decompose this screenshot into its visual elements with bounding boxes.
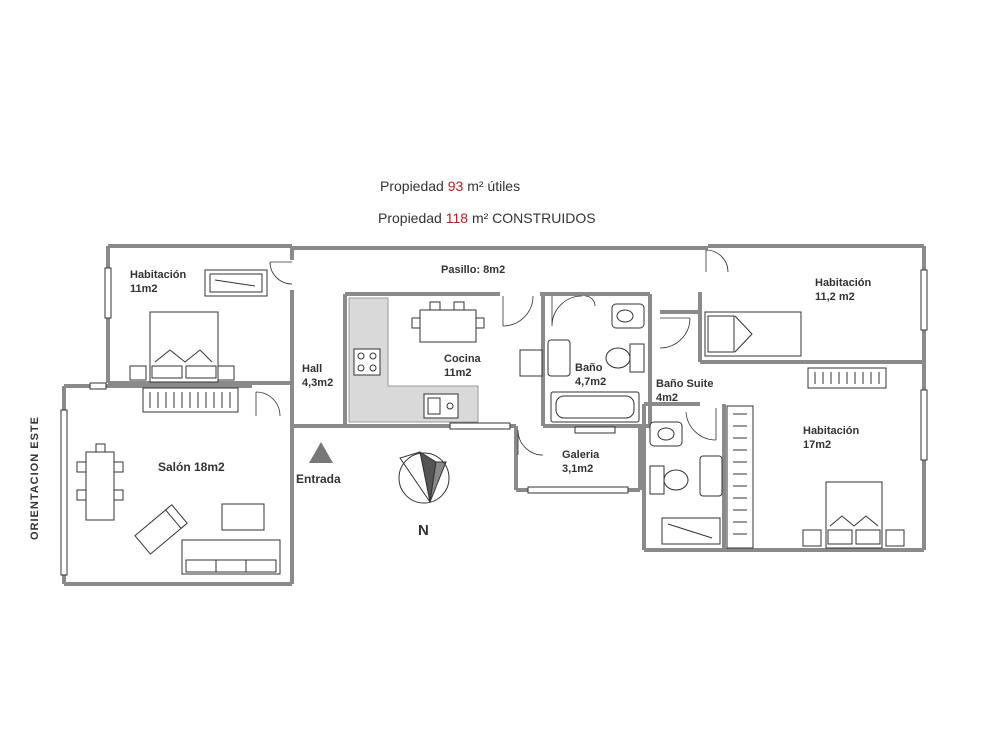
door-bedroom1 [269,261,293,285]
window-bedroom1 [104,267,112,319]
sink [611,303,645,329]
bath-furniture [547,303,645,423]
windows [60,267,928,576]
sink [649,421,683,447]
salon-furniture [76,387,281,575]
label-bedroom1-area: 11m2 [130,283,158,295]
door-salon [255,391,281,417]
kitchen-table [419,309,477,343]
door-galeria [517,429,544,456]
window-bedroom3 [920,389,928,461]
useful-area-suffix: m² útiles [467,178,521,194]
door-suite [685,408,717,441]
label-cocina-name: Cocina [444,353,482,365]
label-bano-suite-area: 4m2 [656,392,678,404]
label-hall-area: 4,3m2 [302,377,333,389]
wardrobe [726,405,754,549]
toilet [605,347,631,369]
built-area-prefix: Propiedad [378,210,442,226]
bedroom3-furniture [726,367,905,549]
label-bedroom3-area: 17m2 [803,439,831,451]
bedroom1-furniture [129,269,268,383]
label-galeria-area: 3,1m2 [562,463,593,475]
door-bath [551,295,596,327]
built-area-value: 118 [445,210,469,226]
bidet [547,339,571,377]
label-north: N [418,522,429,539]
tv-unit [221,503,265,531]
window-salon [60,409,68,576]
stove [353,348,381,376]
label-bedroom2-name: Habitación [815,277,872,289]
useful-area-value: 93 [447,178,464,194]
kitchen-counter [348,297,479,423]
label-salon: Salón 18m2 [158,460,225,474]
label-galeria-name: Galeria [562,449,600,461]
toilet-tank [629,343,645,373]
bathtub [550,391,640,423]
useful-area-prefix: Propiedad [380,178,444,194]
label-hall-name: Hall [302,363,322,375]
nightstand [802,529,822,547]
label-orientation: ORIENTACION ESTE [29,416,41,540]
label-entrada: Entrada [296,472,341,486]
walls [62,244,926,586]
label-pasillo: Pasillo: 8m2 [441,264,505,276]
nightstand [885,529,905,547]
window-kitchen [449,422,511,430]
sofa [181,539,281,575]
window-bedroom2 [920,269,928,331]
built-area-line: Propiedad 118 m² CONSTRUIDOS [378,210,596,226]
window-galeria [527,486,629,494]
label-bedroom3-name: Habitación [803,425,860,437]
door-bedroom2 [705,249,729,273]
nightstand [217,365,235,381]
window-bath [574,426,616,434]
window-salon-top [89,382,107,390]
toilet [663,469,689,491]
useful-area-line: Propiedad 93 m² útiles [380,178,520,194]
label-bano-name: Baño [575,362,603,374]
door-kitchen [502,295,534,327]
dining-table [85,451,115,521]
kitchen-furniture [348,297,543,423]
label-cocina-area: 11m2 [444,367,472,379]
label-bedroom2-area: 11,2 m2 [815,291,855,303]
appliance [519,349,543,377]
label-bano-suite-name: Baño Suite [656,378,713,390]
doors [255,249,729,456]
door-bedroom2-inner [659,317,691,349]
label-bano-area: 4,7m2 [575,376,606,388]
bidet [699,455,723,497]
nightstand [129,365,147,381]
entrance-marker-icon [309,442,333,463]
north-compass-icon [398,450,450,504]
suite-bath-furniture [649,421,723,545]
label-bedroom1-name: Habitación [130,269,187,281]
built-area-suffix: m² CONSTRUIDOS [471,210,596,226]
toilet-tank [649,465,665,495]
bedroom2-furniture [704,311,802,357]
